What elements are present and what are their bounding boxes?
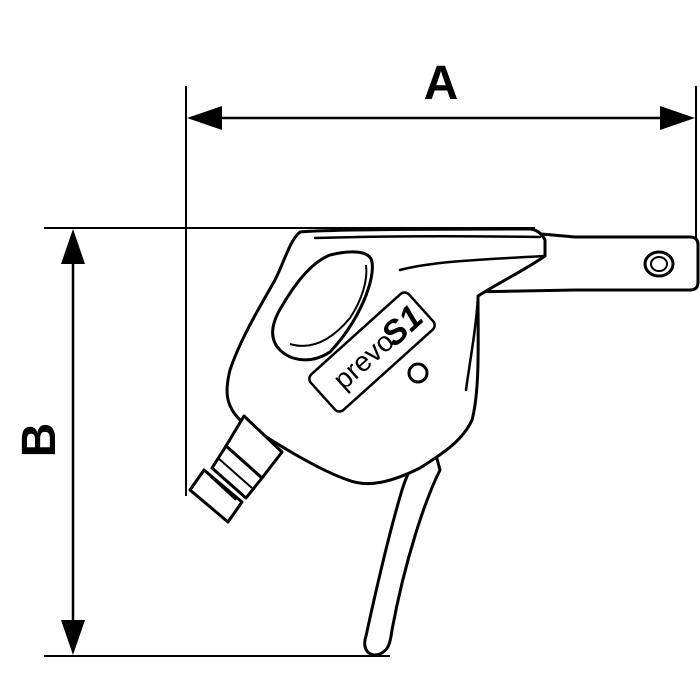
connector-plug bbox=[188, 468, 244, 524]
nozzle-hole-inner-icon bbox=[650, 256, 668, 272]
handle-lower-edge bbox=[464, 294, 480, 392]
arrowhead-a-right bbox=[660, 106, 695, 130]
arrowhead-b-top bbox=[61, 229, 85, 264]
body-top-ridge bbox=[313, 235, 542, 240]
grip-window bbox=[271, 250, 374, 362]
grip-window-bevel bbox=[289, 264, 368, 347]
connector-groove-1 bbox=[217, 457, 253, 489]
dimension-label-a: A bbox=[424, 57, 459, 110]
brand-badge: prevo S1 bbox=[308, 291, 436, 413]
dimension-label-b: B bbox=[13, 423, 66, 458]
trigger-lever bbox=[363, 438, 442, 657]
arrowhead-a-left bbox=[187, 106, 222, 130]
connector-groove-2 bbox=[209, 475, 237, 501]
body-side-ridge bbox=[398, 254, 547, 272]
arrowhead-b-bottom bbox=[61, 620, 85, 655]
screw-icon bbox=[407, 362, 429, 384]
